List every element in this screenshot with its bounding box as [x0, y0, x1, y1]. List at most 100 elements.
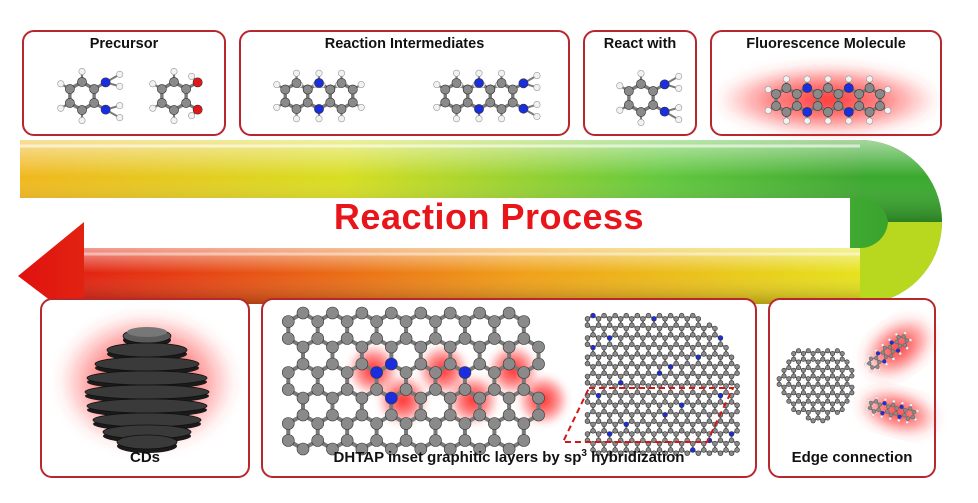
carbon-atom: [429, 434, 442, 447]
carbon-atom: [623, 447, 629, 453]
carbon-atom: [684, 392, 690, 399]
carbon-atom: [791, 401, 797, 407]
carbon-atom: [695, 341, 702, 348]
carbon-atom: [662, 450, 668, 456]
hydrogen-atom: [170, 116, 178, 124]
hydrogen-atom: [888, 417, 892, 421]
carbon-atom: [791, 356, 797, 362]
carbon-atom: [829, 373, 835, 379]
carbon-atom: [662, 316, 668, 322]
carbon-atom: [690, 344, 696, 351]
hydrogen-atom: [273, 103, 281, 111]
hydrogen-atom: [884, 107, 892, 115]
carbon-atom: [584, 360, 591, 367]
carbon-atom: [908, 406, 913, 411]
nitrogen-atom: [474, 78, 484, 88]
carbon-atom: [634, 447, 641, 453]
hydrogen-atom: [824, 117, 832, 125]
carbon-atom: [890, 403, 896, 408]
nitrogen-atom: [623, 421, 629, 428]
carbon-atom: [302, 84, 313, 95]
carbon-atom: [640, 399, 646, 405]
carbon-atom: [820, 401, 826, 407]
edge-connection-title: Edge connection: [791, 449, 913, 466]
hydrogen-atom: [845, 117, 853, 125]
carbon-atom: [796, 398, 802, 404]
carbon-atom: [701, 402, 707, 408]
carbon-atom: [834, 409, 840, 415]
carbon-atom: [584, 335, 591, 341]
hydrogen-atom: [315, 69, 323, 77]
carbon-atom: [717, 341, 724, 348]
carbon-atom: [623, 312, 629, 319]
carbon-atom: [606, 341, 613, 348]
carbon-atom: [810, 407, 816, 413]
nitrogen-atom: [695, 354, 702, 360]
carbon-atom: [618, 316, 624, 322]
carbon-atom: [894, 406, 899, 411]
carbon-atom: [723, 344, 729, 351]
carbon-atom: [618, 399, 624, 405]
carbon-atom: [902, 343, 907, 348]
carbon-atom: [728, 373, 735, 380]
carbon-atom: [825, 348, 831, 354]
carbon-atom: [355, 391, 369, 405]
graphitic-disk: [106, 342, 188, 358]
carbon-atom: [634, 312, 641, 319]
hydrogen-atom: [273, 81, 281, 89]
carbon-atom: [833, 89, 844, 99]
carbon-atom: [673, 392, 679, 399]
nitrogen-atom: [802, 83, 813, 93]
carbon-atom: [590, 428, 596, 434]
carbon-atom: [706, 354, 713, 360]
carbon-atom: [712, 364, 718, 370]
carbon-atom: [385, 340, 398, 354]
hydrogen-atom: [675, 72, 683, 80]
carbon-atom: [829, 407, 835, 413]
carbon-atom: [595, 316, 602, 322]
carbon-atom: [612, 428, 618, 434]
carbon-atom: [662, 354, 668, 360]
carbon-atom: [414, 391, 428, 405]
hydrogen-atom: [871, 413, 875, 417]
carbon-atom: [812, 101, 823, 111]
carbon-atom: [701, 370, 707, 376]
carbon-atom: [833, 101, 844, 111]
carbon-atom: [667, 332, 674, 338]
carbon-atom: [796, 381, 802, 387]
hydrogen-atom: [498, 115, 506, 123]
carbon-atom: [629, 354, 635, 360]
carbon-atom: [734, 402, 740, 408]
hydrogen-atom: [533, 83, 541, 91]
carbon-atom: [815, 365, 821, 371]
carbon-atom: [810, 373, 816, 379]
carbon-atom: [844, 359, 850, 365]
carbon-atom: [684, 412, 690, 418]
carbon-atom: [796, 348, 802, 354]
carbon-atom: [712, 332, 718, 338]
carbon-atom: [517, 417, 531, 430]
carbon-atom: [488, 366, 501, 379]
carbon-atom: [618, 341, 624, 348]
carbon-atom: [618, 322, 624, 328]
carbon-atom: [584, 399, 591, 405]
carbon-atom: [695, 322, 702, 328]
carbon-atom: [590, 389, 596, 396]
carbon-atom: [667, 325, 674, 332]
carbon-atom: [584, 418, 591, 424]
carbon-atom: [667, 421, 674, 428]
carbon-atom: [701, 332, 707, 338]
carbon-atom: [311, 332, 325, 345]
carbon-atom: [651, 450, 657, 456]
carbon-atom: [791, 89, 802, 99]
carbon-atom: [734, 370, 740, 376]
carbon-atom: [894, 339, 899, 345]
carbon-atom: [805, 415, 811, 421]
carbon-atom: [889, 353, 894, 359]
carbon-atom: [656, 421, 663, 428]
carbon-atom: [701, 428, 707, 434]
carbon-atom: [712, 440, 718, 447]
carbon-atom: [884, 354, 889, 359]
hydrogen-atom: [866, 398, 870, 402]
carbon-atom: [695, 431, 702, 437]
